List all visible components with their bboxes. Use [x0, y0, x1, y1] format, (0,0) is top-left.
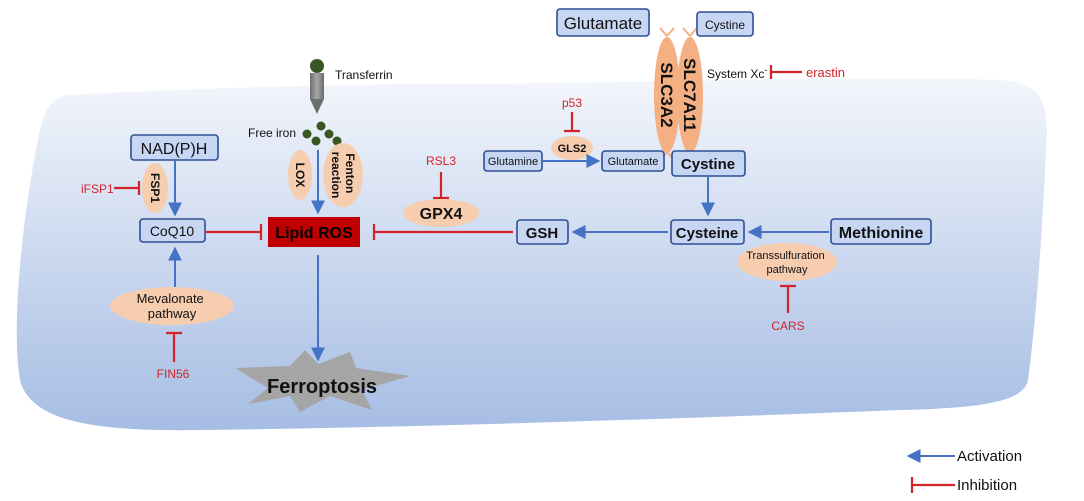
- rsl3-label: RSL3: [426, 154, 456, 168]
- glutamate-outside-node: [556, 8, 650, 37]
- erastin-inhibition: [769, 65, 802, 79]
- slc7a11-label: SLC7A11: [680, 58, 699, 132]
- p53-label: p53: [562, 96, 582, 110]
- legend-inhibition-label: Inhibition: [957, 477, 1017, 494]
- gpx4-node: [403, 199, 479, 227]
- fin56-inhibition: [166, 331, 182, 362]
- cysteine-node: [670, 219, 745, 245]
- mevalonate-label: Mevalonate pathway: [137, 291, 208, 321]
- legend-inhibition-line: [910, 477, 955, 493]
- glutamate-outside-label: Glutamate: [564, 14, 642, 33]
- lox-label: LOX: [293, 163, 307, 188]
- gpx4-label: GPX4: [420, 206, 463, 223]
- transsulfuration-label: Transsulfuration pathway: [746, 250, 828, 276]
- ifsp1-label: iFSP1: [81, 182, 114, 196]
- cars-inhibition: [780, 284, 796, 313]
- gsh-node: [516, 219, 569, 245]
- transferrin-label: Transferrin: [335, 68, 393, 82]
- cystine-outside-label: Cystine: [705, 18, 745, 32]
- ifsp1-inhibition: [114, 181, 141, 195]
- ferroptosis-burst: [235, 350, 410, 412]
- legend-activation-label: Activation: [957, 448, 1022, 465]
- glutamate-inside-label: Glutamate: [608, 156, 659, 168]
- cell-membrane: [16, 78, 1047, 431]
- glutamine-label: Glutamine: [488, 156, 538, 168]
- lipid-ros-node: [268, 217, 360, 247]
- free-iron-label: Free iron: [248, 126, 296, 140]
- transsulfuration-pathway-node: [737, 243, 837, 281]
- lox-node: [288, 150, 312, 200]
- mevalonate-pathway-node: [110, 287, 234, 325]
- free-iron-dots: [302, 121, 342, 146]
- nadph-label: NAD(P)H: [141, 141, 208, 158]
- fin56-label: FIN56: [157, 367, 190, 381]
- gls2-label: GLS2: [558, 143, 587, 155]
- coq10-node: [139, 218, 206, 243]
- lipid-ros-label: Lipid ROS: [275, 225, 353, 242]
- fsp1-label: FSP1: [148, 173, 162, 203]
- fenton-reaction-node: [323, 143, 363, 207]
- cars-label: CARS: [771, 319, 804, 333]
- transferrin-receptor: [310, 59, 324, 114]
- nadph-node: [130, 134, 219, 161]
- coq10-inhibits-lipid-ros: [206, 224, 263, 240]
- methionine-node: [830, 218, 932, 245]
- cystine-inside-node: [671, 150, 746, 177]
- glutamate-inside-node: [601, 150, 665, 172]
- gls2-node: [551, 136, 593, 160]
- system-xc-label: System Xc-: [707, 65, 767, 81]
- methionine-label: Methionine: [839, 225, 924, 242]
- coq10-label: CoQ10: [150, 223, 195, 239]
- glutamine-node: [483, 150, 543, 172]
- erastin-label: erastin: [806, 65, 845, 80]
- fsp1-node: [142, 163, 168, 213]
- fenton-label: Fenton reaction: [329, 152, 357, 199]
- rsl3-inhibition: [433, 172, 449, 200]
- slc3a2-label: SLC3A2: [657, 62, 676, 127]
- cystine-inside-label: Cystine: [681, 156, 735, 173]
- cysteine-label: Cysteine: [676, 225, 739, 242]
- gsh-label: GSH: [526, 225, 559, 242]
- gsh-inhibits-lipid-ros: [372, 224, 513, 240]
- cystine-outside-node: [696, 11, 754, 37]
- p53-inhibition: [564, 112, 580, 133]
- ferroptosis-label: Ferroptosis: [267, 376, 377, 398]
